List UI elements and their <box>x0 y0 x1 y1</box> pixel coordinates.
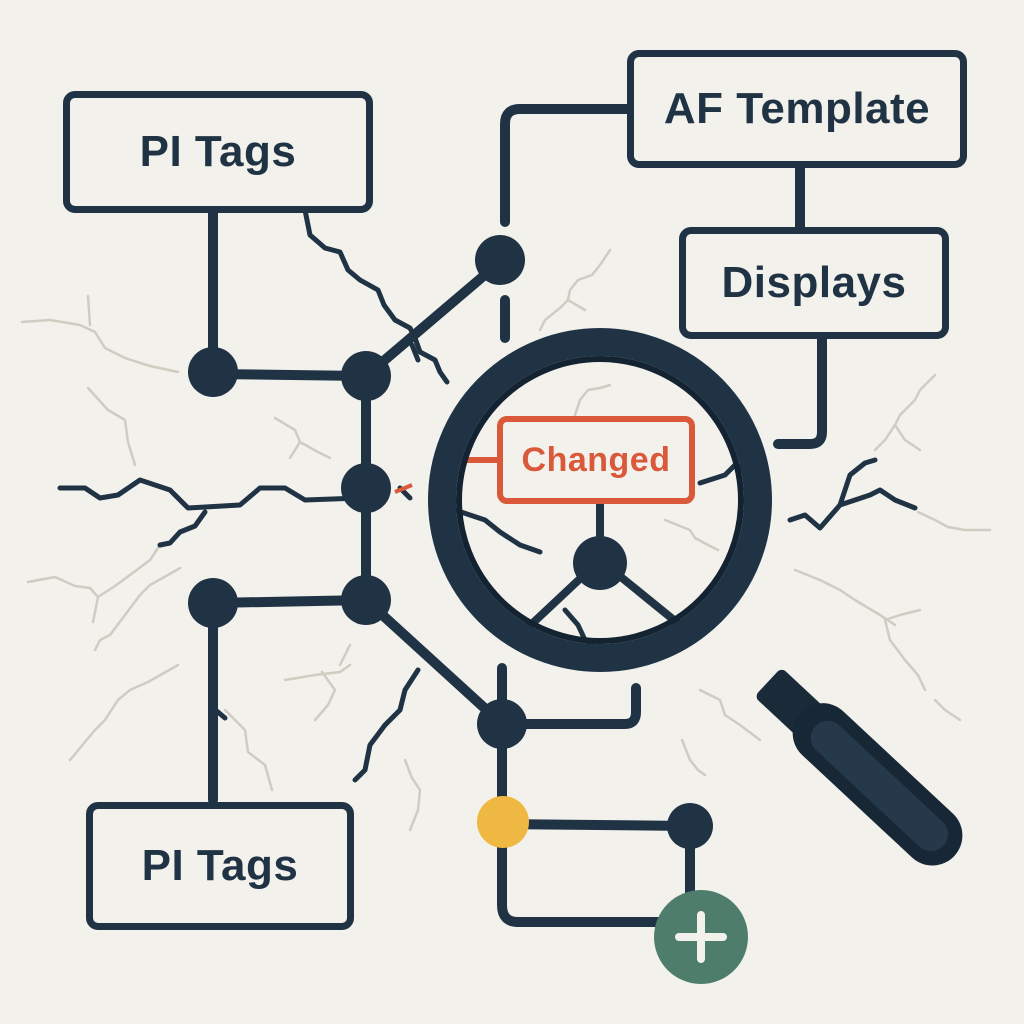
changed-label: Changed <box>521 440 671 479</box>
node[interactable] <box>188 347 238 397</box>
displays-label: Displays <box>721 258 907 307</box>
pi-tags-bottom-label: PI Tags <box>141 841 299 890</box>
node[interactable] <box>475 235 525 285</box>
nodes <box>188 235 713 849</box>
dark-cracks <box>57 207 918 783</box>
node[interactable] <box>341 351 391 401</box>
node[interactable] <box>341 463 391 513</box>
pi-tags-bottom-box[interactable]: PI Tags <box>86 802 354 930</box>
af-template-label: AF Template <box>663 84 931 133</box>
connectors <box>208 104 827 927</box>
changed-indicator <box>394 483 413 494</box>
add-node-button[interactable] <box>654 890 748 984</box>
pi-tags-top-box[interactable]: PI Tags <box>63 91 373 213</box>
pi-tags-top-label: PI Tags <box>139 127 297 176</box>
node[interactable] <box>341 575 391 625</box>
plus-icon <box>675 911 727 963</box>
magnifying-glass-icon <box>428 328 963 866</box>
changed-box[interactable]: Changed <box>497 416 695 504</box>
background-cracks <box>20 248 992 832</box>
node[interactable] <box>667 803 713 849</box>
af-template-box[interactable]: AF Template <box>627 50 967 168</box>
yellow-node[interactable] <box>477 796 529 848</box>
displays-box[interactable]: Displays <box>679 227 949 339</box>
node[interactable] <box>477 699 527 749</box>
node[interactable] <box>188 578 238 628</box>
changed-node[interactable] <box>573 536 627 590</box>
